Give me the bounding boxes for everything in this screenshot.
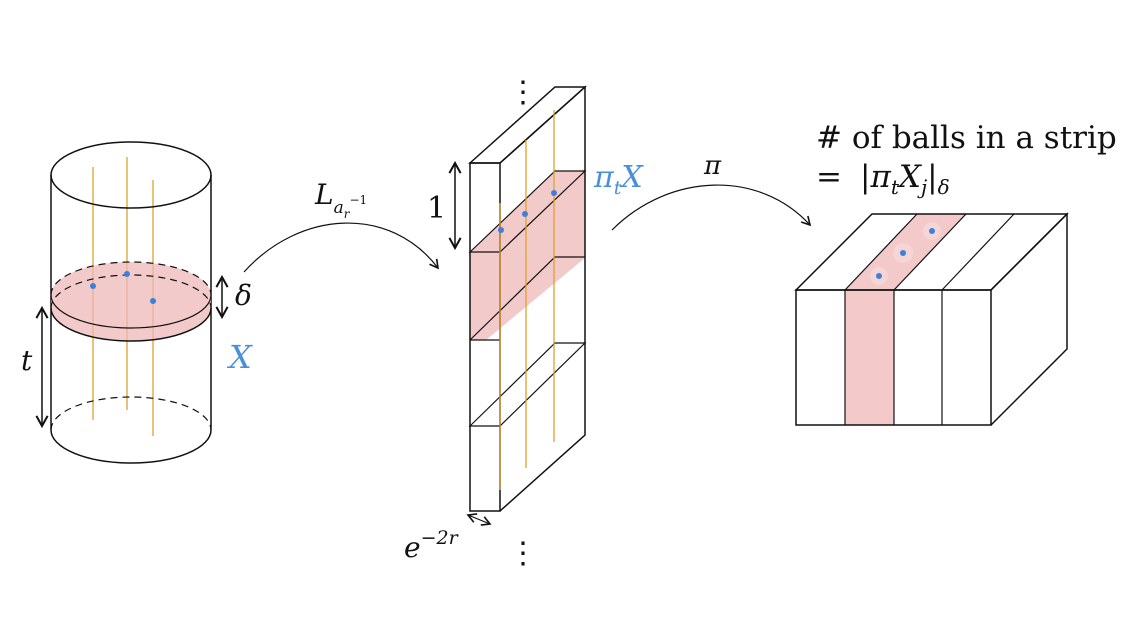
vdots-top: ⋮ bbox=[508, 75, 538, 110]
point-marker bbox=[124, 271, 130, 277]
point-marker bbox=[900, 250, 906, 256]
slab-bottom-back bbox=[50, 274, 212, 309]
cut-middle-back bbox=[469, 256, 585, 341]
slab-bottom-front bbox=[50, 307, 212, 342]
point-marker bbox=[498, 227, 504, 233]
strip-front bbox=[845, 290, 894, 425]
vdots-bottom: ⋮ bbox=[508, 536, 538, 571]
cut-upper bbox=[468, 170, 587, 253]
delta-label: δ bbox=[235, 279, 252, 312]
thickness-arrow bbox=[466, 513, 492, 526]
unit-height-label: 1 bbox=[427, 191, 446, 226]
pi-label: π bbox=[703, 151, 722, 181]
balls-count-formula: =|πtXj|δ bbox=[816, 159, 950, 199]
cylinder-bottom-front bbox=[50, 429, 212, 464]
slab-side-face bbox=[499, 85, 586, 512]
strip-divider bbox=[941, 213, 1015, 291]
point-marker bbox=[90, 283, 96, 289]
projection-box-figure: # of balls in a strip =|πtXj|δ bbox=[794, 120, 1117, 426]
map-L-arrow: Lar−1 bbox=[243, 178, 440, 273]
map-pi-arrow: π bbox=[611, 151, 812, 231]
map-L-label: Lar−1 bbox=[314, 178, 367, 221]
balls-count-caption: # of balls in a strip bbox=[816, 120, 1117, 156]
cut-lower bbox=[468, 342, 587, 427]
t-label: t bbox=[21, 344, 33, 377]
cylinder-top-ellipse bbox=[50, 141, 212, 209]
point-marker bbox=[522, 211, 528, 217]
cylinder-bottom-back bbox=[50, 396, 212, 431]
point-marker bbox=[876, 273, 882, 279]
slab-figure: 1 e−2r ⋮ ⋮ πtX bbox=[404, 75, 644, 571]
cylinder-figure: δ t X bbox=[21, 141, 253, 464]
pitX-label: πtX bbox=[593, 160, 644, 199]
strip-divider bbox=[893, 213, 967, 291]
slab-top-back bbox=[50, 261, 212, 296]
box-side-face bbox=[990, 212, 1068, 426]
curved-arrow bbox=[611, 184, 812, 231]
slab-top-front bbox=[50, 294, 212, 329]
point-marker bbox=[551, 190, 557, 196]
point-marker bbox=[150, 298, 156, 304]
delta-slab bbox=[51, 262, 211, 341]
X-label: X bbox=[226, 338, 253, 376]
strip-divider bbox=[844, 213, 918, 291]
curved-arrow bbox=[243, 222, 440, 273]
strip-region bbox=[470, 171, 585, 340]
thickness-label: e−2r bbox=[404, 527, 460, 564]
point-marker bbox=[929, 228, 935, 234]
